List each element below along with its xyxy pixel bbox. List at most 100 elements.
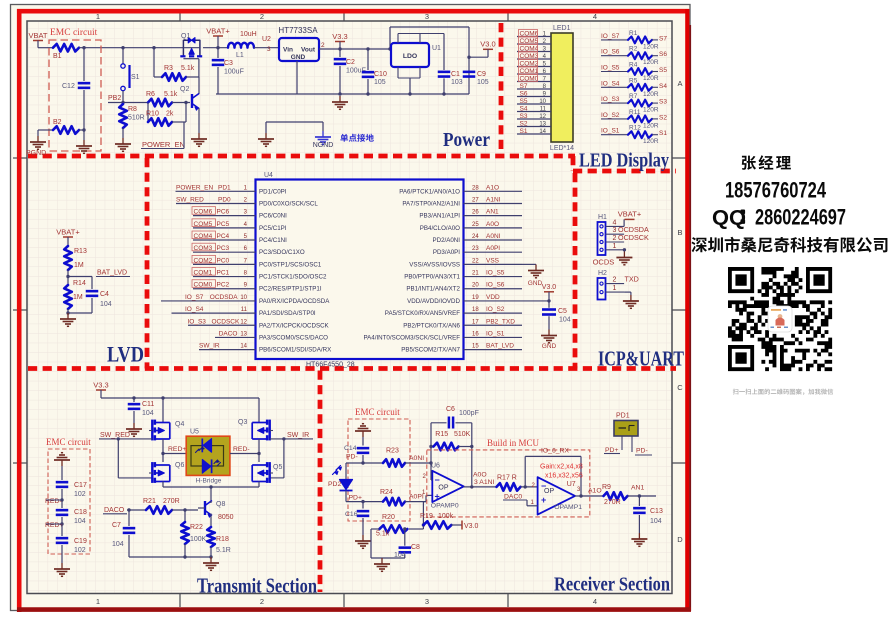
svg-text:18: 18	[472, 307, 479, 313]
svg-text:C8: C8	[411, 544, 420, 551]
svg-text:Power: Power	[443, 129, 490, 151]
svg-text:2: 2	[260, 12, 264, 21]
svg-text:U1: U1	[432, 45, 441, 52]
svg-text:13: 13	[539, 122, 546, 128]
svg-text:Q6: Q6	[175, 462, 184, 469]
svg-text:1M: 1M	[73, 294, 83, 301]
svg-text:S3: S3	[520, 113, 528, 120]
svg-text:Q4: Q4	[175, 421, 184, 428]
svg-text:PC4: PC4	[217, 233, 230, 240]
svg-text:105: 105	[477, 79, 489, 86]
svg-text:S5: S5	[659, 67, 667, 74]
svg-text:IO_S1: IO_S1	[486, 330, 505, 337]
svg-text:PC4/C1NI: PC4/C1NI	[259, 237, 287, 244]
svg-text:S1: S1	[520, 128, 528, 135]
svg-text:SW_IR: SW_IR	[287, 432, 309, 439]
svg-text:R10: R10	[146, 111, 159, 118]
svg-text:R18: R18	[216, 536, 229, 543]
svg-text:20: 20	[472, 283, 479, 289]
svg-text:VSS: VSS	[486, 257, 500, 264]
svg-text:100k: 100k	[438, 513, 454, 520]
svg-text:103: 103	[451, 79, 463, 86]
svg-text:A1O: A1O	[486, 184, 499, 191]
svg-text:U6: U6	[431, 463, 440, 470]
svg-text:100pF: 100pF	[459, 410, 479, 417]
svg-text:H2: H2	[598, 270, 607, 277]
svg-text:5.1k: 5.1k	[376, 531, 390, 538]
svg-text:V3.0: V3.0	[542, 284, 557, 291]
svg-text:R22: R22	[190, 524, 203, 531]
svg-text:104: 104	[650, 518, 662, 525]
svg-text:COM0: COM0	[520, 76, 539, 83]
svg-text:COM2: COM2	[194, 257, 213, 264]
svg-text:1: 1	[422, 490, 426, 496]
svg-text:R4: R4	[629, 62, 638, 69]
svg-text:TXD: TXD	[625, 275, 639, 284]
svg-text:OCDSDA: OCDSDA	[210, 294, 238, 301]
svg-text:25: 25	[472, 222, 479, 228]
svg-text:PC6: PC6	[217, 209, 230, 216]
svg-text:120R: 120R	[643, 75, 659, 82]
svg-text:U5: U5	[190, 429, 199, 436]
svg-text:16: 16	[472, 331, 479, 337]
svg-text:VSS/AVSS/IOVSS: VSS/AVSS/IOVSS	[409, 261, 460, 268]
svg-text:IO_S7: IO_S7	[185, 294, 204, 301]
svg-text:COM5: COM5	[194, 221, 213, 228]
svg-text:PD0/C0XO/SCK/SCL: PD0/C0XO/SCK/SCL	[259, 200, 318, 207]
svg-text:PC5/C1PI: PC5/C1PI	[259, 225, 287, 232]
svg-text:510R: 510R	[128, 115, 145, 122]
svg-text:120R: 120R	[643, 43, 659, 50]
svg-text:1: 1	[543, 32, 547, 38]
svg-text:A1NI: A1NI	[486, 196, 501, 203]
svg-text:5: 5	[543, 62, 547, 68]
svg-text:5: 5	[244, 234, 248, 240]
svg-text:2860224697: 2860224697	[755, 205, 846, 230]
svg-text:5.1k: 5.1k	[181, 65, 195, 72]
svg-text:A1O: A1O	[588, 488, 602, 495]
svg-text:4: 4	[543, 54, 547, 60]
svg-text:Gain:x2,x4,x8: Gain:x2,x4,x8	[540, 464, 583, 471]
svg-text:IO_S6: IO_S6	[486, 282, 505, 289]
svg-text:PC1: PC1	[217, 270, 230, 277]
svg-text:104: 104	[142, 410, 154, 417]
svg-text:IO_S2: IO_S2	[601, 112, 620, 119]
svg-text:R13: R13	[74, 248, 87, 255]
svg-text:21: 21	[472, 271, 479, 277]
svg-text:EMC circuit: EMC circuit	[50, 28, 98, 38]
svg-text:IO_S3: IO_S3	[601, 96, 620, 103]
svg-text:PC1/STCK1/SDO/OSC2: PC1/STCK1/SDO/OSC2	[259, 274, 327, 281]
svg-text:PD1/C0PI: PD1/C0PI	[259, 188, 287, 195]
svg-text:102: 102	[74, 547, 86, 554]
svg-text:C6: C6	[446, 406, 455, 413]
svg-text:R8: R8	[128, 106, 137, 113]
svg-text:120R: 120R	[643, 122, 659, 129]
svg-text:C9: C9	[477, 71, 486, 78]
svg-text:GND: GND	[291, 54, 306, 61]
svg-text:PD2/A0NI: PD2/A0NI	[432, 237, 460, 244]
svg-text:26: 26	[472, 210, 479, 216]
svg-text:U7: U7	[567, 481, 576, 488]
svg-text:V3.3: V3.3	[332, 32, 347, 41]
svg-text:S5: S5	[520, 98, 528, 105]
svg-text:H-Bridge: H-Bridge	[196, 478, 222, 485]
svg-text:S1: S1	[131, 74, 140, 81]
svg-text:IO_6_RX: IO_6_RX	[541, 448, 569, 455]
svg-text:PD3/A0PI: PD3/A0PI	[433, 249, 460, 256]
svg-text:VBAT+: VBAT+	[618, 210, 642, 219]
svg-text:D: D	[677, 535, 683, 544]
svg-text:VBAT+: VBAT+	[56, 227, 80, 236]
svg-text:R15: R15	[435, 431, 448, 438]
svg-text:VDD/AVDD/IOVDD: VDD/AVDD/IOVDD	[407, 298, 460, 305]
svg-text:3: 3	[425, 597, 429, 606]
svg-text:2: 2	[613, 235, 617, 242]
svg-text:POWER_EN: POWER_EN	[176, 184, 214, 191]
svg-text:COM1: COM1	[194, 270, 213, 277]
svg-text:−: −	[541, 481, 546, 491]
svg-text:C11: C11	[142, 401, 154, 408]
svg-text:Receiver Section: Receiver Section	[554, 575, 670, 596]
svg-text:120R: 120R	[643, 107, 659, 114]
svg-text:PD0: PD0	[218, 196, 231, 203]
svg-text:14: 14	[240, 344, 247, 350]
svg-text:COM6: COM6	[194, 209, 213, 216]
svg-text:S4: S4	[659, 83, 667, 90]
